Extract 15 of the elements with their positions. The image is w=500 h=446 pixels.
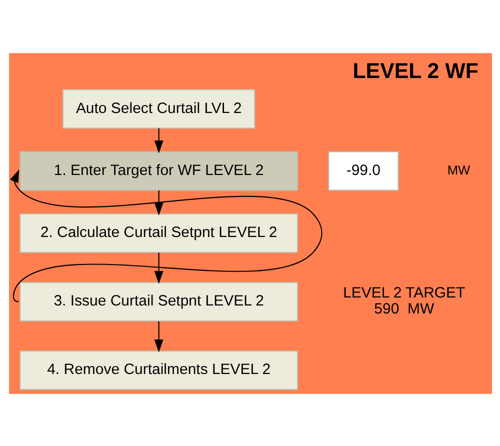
node-box: Auto Select Curtail LVL 2	[62, 88, 255, 128]
diagram-title: LEVEL 2 WF	[352, 58, 478, 82]
arrow	[154, 320, 163, 352]
node-box: 2. Calculate Curtail Setpnt LEVEL 2	[19, 212, 298, 252]
arrow	[9, 169, 322, 302]
arrow	[154, 252, 163, 284]
node-label: MW	[446, 162, 470, 177]
node-box: 4. Remove Curtailments LEVEL 2	[19, 350, 298, 390]
arrow	[154, 128, 163, 153]
label: LEVEL 2 TARGET	[342, 284, 465, 302]
node-box: -99.0	[328, 150, 398, 190]
node-box: 3. Issue Curtail Setpnt LEVEL 2	[19, 281, 298, 322]
arrow	[154, 190, 163, 215]
node-box: 1. Enter Target for WF LEVEL 2	[19, 150, 298, 190]
label: 590 MW	[374, 300, 434, 318]
